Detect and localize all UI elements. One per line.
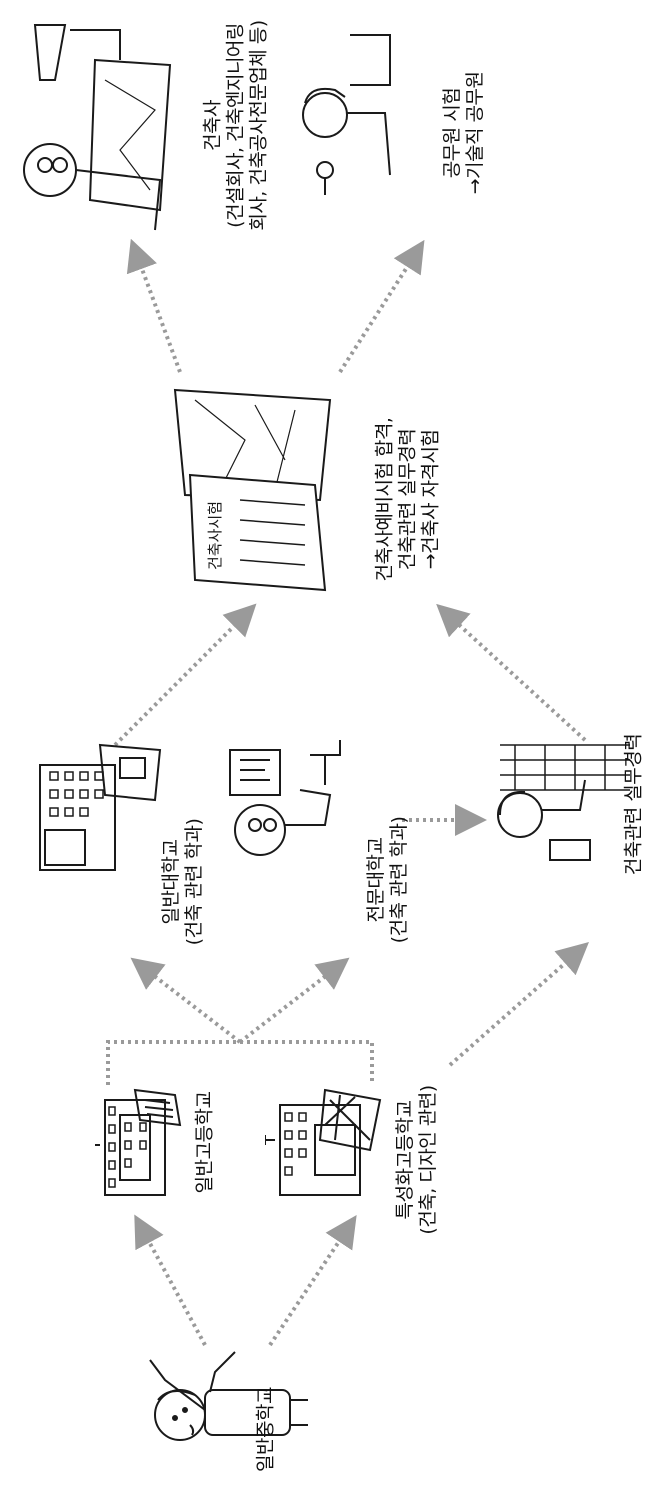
label-general-high-line: 일반고등학교: [193, 1091, 216, 1194]
label-public-servant-line-1: 공무원 시험: [441, 87, 463, 179]
arrow-special-to-work: [448, 942, 589, 1067]
label-public-servant: 공무원 시험 →기술직 공무원: [441, 48, 487, 218]
label-exam: 건축사예비시험 합격, 건축관련 실무경력 →건축사 자격시험: [374, 380, 443, 620]
arrow-middle-to-special-high: [268, 1215, 357, 1347]
label-special-high-line-2: (건축, 디자인 관련): [417, 1085, 439, 1235]
label-university: 일반대학교 (건축 관련 학과): [160, 787, 206, 977]
label-special-high: 특성화고등학교 (건축, 디자인 관련): [394, 1060, 440, 1260]
special-high-school-illustration: [265, 1088, 382, 1196]
arrow-university-to-exam: [113, 603, 257, 747]
label-public-servant-line-2: →기술직 공무원: [464, 71, 486, 195]
label-exam-line-3: →건축사 자격시험: [419, 429, 442, 570]
label-work-experience-line: 건축관련 실무경력: [622, 733, 645, 876]
label-college-line-1: 전문대학교: [365, 837, 387, 923]
public-servant-illustration: [302, 34, 391, 195]
label-general-high: 일반고등학교: [194, 1073, 217, 1213]
label-university-line-1: 일반대학교: [160, 839, 182, 925]
university-illustration: [39, 743, 162, 871]
label-exam-line-2: 건축관련 실무경력: [396, 428, 419, 571]
arrow-exam-to-architect: [126, 238, 182, 373]
site-worker-illustration: [497, 744, 630, 861]
label-university-line-2: (건축 관련 학과): [183, 818, 205, 946]
exam-paper-text: 건축사시험: [206, 501, 224, 570]
student-illustration: [149, 1351, 308, 1441]
arrow-merge-to-college: [238, 957, 350, 1044]
label-exam-line-1: 건축사예비시험 합격,: [373, 417, 396, 582]
general-high-school-illustration: [95, 1088, 182, 1196]
label-special-high-line-1: 특성화고등학교: [394, 1100, 416, 1220]
label-college-line-2: (건축 관련 학과): [388, 816, 410, 944]
exam-documents-illustration: 건축사시험: [173, 388, 332, 592]
arrow-exam-to-public: [338, 239, 425, 374]
arrow-merge-to-university: [130, 957, 242, 1044]
arrow-work-to-exam: [436, 603, 587, 742]
architect-illustration: [23, 24, 172, 231]
label-college: 전문대학교 (건축 관련 학과): [365, 785, 411, 975]
college-student-illustration: [229, 740, 341, 856]
high-school-merge-line: [106, 1040, 374, 1085]
label-architect-line-1: 건축사: [201, 100, 224, 151]
label-middle-school-line: 일반중학교: [254, 1387, 277, 1472]
label-middle-school: 일반중학교: [255, 1360, 278, 1500]
arrow-middle-to-general-high: [134, 1214, 207, 1346]
label-work-experience: 건축관련 실무경력: [623, 710, 646, 900]
label-architect: 건축사 (건설회사, 건축엔지니어링 회사, 건축공사전문업체 등): [202, 0, 271, 256]
label-architect-line-2: (건설회사, 건축엔지니어링: [224, 23, 247, 228]
label-architect-line-3: 회사, 건축공사전문업체 등): [247, 20, 270, 231]
